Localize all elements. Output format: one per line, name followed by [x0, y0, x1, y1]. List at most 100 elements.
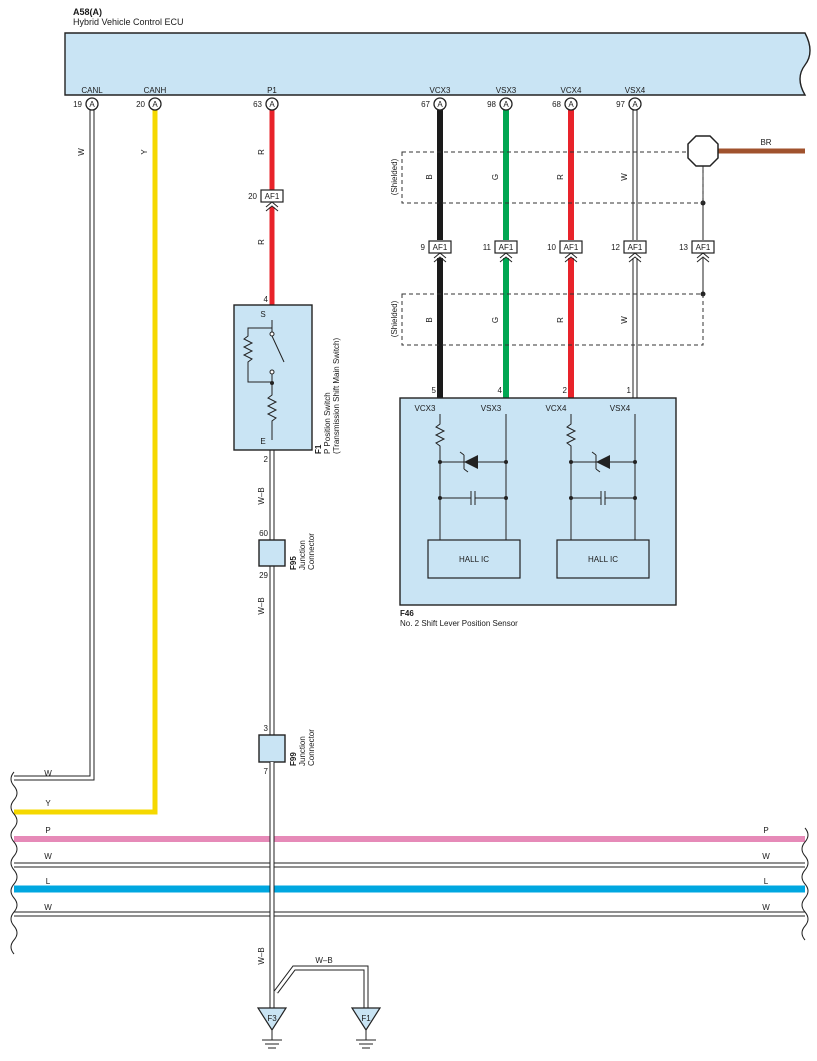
svg-text:7: 7 — [264, 767, 269, 776]
af1-connector-shield: AF1 13 — [679, 240, 715, 263]
svg-text:5: 5 — [432, 386, 437, 395]
af1-connector-vsx3: AF1 11 — [483, 240, 518, 263]
svg-text:10: 10 — [547, 243, 556, 252]
svg-text:P: P — [763, 826, 768, 835]
af1-connector-vcx4: AF1 10 — [547, 240, 583, 263]
ecu-pin-signal-vcx4: VCX4 — [561, 86, 582, 95]
svg-text:AF1: AF1 — [564, 243, 579, 252]
svg-text:E: E — [260, 437, 265, 446]
svg-text:12: 12 — [611, 243, 620, 252]
ecu-connector-68: A 68 — [552, 97, 578, 111]
svg-text:A: A — [437, 100, 443, 109]
svg-text:F1: F1 — [361, 1014, 371, 1023]
svg-text:W: W — [44, 903, 52, 912]
svg-text:F3: F3 — [267, 1014, 277, 1023]
switch-f1-subtitle: (Transmission Shift Main Switch) — [332, 337, 341, 454]
hall-ic-right: HALL IC — [588, 555, 618, 564]
ecu-pin-number: 98 — [487, 100, 496, 109]
svg-text:W: W — [762, 852, 770, 861]
bus-line-p: P P — [14, 826, 805, 842]
ecu-pin-number: 63 — [253, 100, 262, 109]
wire-label-vsx4-lower: W — [620, 316, 629, 324]
wire-label-canl: W — [77, 148, 86, 156]
svg-text:Junction: Junction — [298, 540, 307, 570]
svg-text:W: W — [44, 852, 52, 861]
ecu-pin-signal-vcx3: VCX3 — [430, 86, 451, 95]
svg-text:AF1: AF1 — [628, 243, 643, 252]
ecu-pin-signal-canh: CANH — [144, 86, 167, 95]
svg-text:2: 2 — [563, 386, 568, 395]
svg-text:11: 11 — [483, 243, 492, 252]
svg-text:60: 60 — [259, 529, 268, 538]
svg-text:AF1: AF1 — [696, 243, 711, 252]
sensor-f46-name: No. 2 Shift Lever Position Sensor — [400, 619, 518, 628]
af1-connector-vcx3: AF1 9 — [421, 240, 452, 263]
ecu-connector-63: A 63 — [253, 97, 279, 111]
ecu-pin-number: 97 — [616, 100, 625, 109]
ecu-pin-number: 20 — [136, 100, 145, 109]
sensor-f46-code: F46 — [400, 609, 414, 618]
ecu-connector-67: A 67 — [421, 97, 447, 111]
junction-f95: 60 29 F95 Junction Connector — [258, 529, 316, 580]
ecu-code: A58(A) — [73, 7, 102, 17]
svg-text:A: A — [89, 100, 95, 109]
ecu-pin-number: 67 — [421, 100, 430, 109]
svg-text:A: A — [269, 100, 275, 109]
ecu-pin-signal-vsx4: VSX4 — [625, 86, 646, 95]
svg-text:A: A — [632, 100, 638, 109]
wire-label-vcx3-lower: B — [425, 317, 434, 322]
svg-text:VCX4: VCX4 — [546, 404, 567, 413]
svg-text:1: 1 — [627, 386, 632, 395]
svg-text:AF1: AF1 — [265, 192, 280, 201]
svg-text:3: 3 — [264, 724, 269, 733]
shield-ground-octagon — [687, 135, 719, 167]
svg-text:S: S — [260, 310, 265, 319]
svg-text:VCX3: VCX3 — [415, 404, 436, 413]
svg-text:A: A — [568, 100, 574, 109]
ecu-connector-19: A 19 — [73, 97, 99, 111]
wire-label-vcx3-upper: B — [425, 174, 434, 179]
bus-line-w2: W W — [14, 903, 805, 917]
svg-text:4: 4 — [498, 386, 503, 395]
af1-connector-p1: AF1 20 — [248, 189, 284, 212]
wire-label-canh: Y — [140, 149, 149, 155]
wire-label-vsx3-upper: G — [491, 174, 500, 180]
switch-f1-name: P Position Switch — [323, 392, 332, 454]
ecu-connector-20: A 20 — [136, 97, 162, 111]
wire-label-p1-lower: R — [257, 239, 266, 245]
junction-f99: 3 7 F99 Junction Connector — [258, 724, 316, 776]
ecu-name: Hybrid Vehicle Control ECU — [73, 17, 184, 27]
wire-label-ground-lower: W–B — [257, 947, 266, 964]
break-mark-right — [801, 827, 809, 941]
svg-text:L: L — [46, 877, 51, 886]
ecu-pin-signal-vsx3: VSX3 — [496, 86, 517, 95]
svg-text:2: 2 — [264, 455, 269, 464]
svg-text:13: 13 — [679, 243, 688, 252]
ecu-connector-98: A 98 — [487, 97, 513, 111]
svg-text:AF1: AF1 — [433, 243, 448, 252]
shielded-label-upper: (Shielded) — [390, 158, 399, 195]
shield-region-lower — [401, 293, 704, 346]
svg-text:9: 9 — [421, 243, 426, 252]
bus-line-canh-y: Y — [45, 799, 51, 808]
svg-text:Connector: Connector — [307, 533, 316, 570]
ecu-box — [64, 32, 811, 96]
svg-text:AF1: AF1 — [499, 243, 514, 252]
wire-label-ground-upper: W–B — [257, 487, 266, 504]
wire-label-ground-branch: W–B — [315, 956, 332, 965]
wire-label-vcx4-upper: R — [556, 174, 565, 180]
svg-text:Y: Y — [45, 799, 51, 808]
wire-label-vcx4-lower: R — [556, 317, 565, 323]
shield-region-upper — [401, 151, 704, 204]
switch-f1-code: F1 — [314, 444, 323, 454]
svg-text:A: A — [152, 100, 158, 109]
wire-ground-branch — [274, 965, 369, 1008]
svg-text:W: W — [44, 769, 52, 778]
shielded-label-lower: (Shielded) — [390, 300, 399, 337]
hall-ic-left: HALL IC — [459, 555, 489, 564]
bus-line-canl-w: W — [44, 769, 52, 778]
ecu-pin-number: 68 — [552, 100, 561, 109]
ecu-pin-signal-canl: CANL — [81, 86, 103, 95]
bus-line-w1: W W — [14, 852, 805, 868]
